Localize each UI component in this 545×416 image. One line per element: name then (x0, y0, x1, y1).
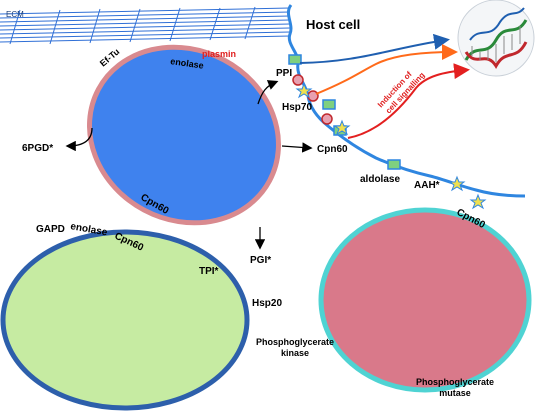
ecm-fibers (0, 6, 291, 45)
dna-helix-icon (457, 0, 535, 77)
circle-receptor-icon (307, 90, 319, 102)
label-cpn60-right: Cpn60 (317, 144, 348, 155)
host-cell-label: Host cell (306, 17, 360, 32)
rect-receptor-icon (322, 99, 336, 110)
label-enolase-top: enolase (170, 56, 205, 71)
blue-signal-arrow (299, 33, 450, 64)
green-mycoplasma-cell (0, 229, 250, 411)
label-aldolase: aldolase (360, 174, 400, 185)
host-membrane (286, 4, 526, 198)
label-hsp20: Hsp20 (252, 298, 282, 309)
arrow-to-cpn60 (281, 142, 313, 153)
label-tpi: TPI* (199, 266, 219, 277)
label-plasmin: plasmin (202, 49, 236, 59)
label-pgk-line1: Phosphoglycerate (256, 337, 334, 347)
label-6pgd: 6PGD* (22, 143, 53, 154)
star-receptor-icon (295, 82, 313, 99)
circle-receptor-icon (292, 74, 304, 86)
rect-receptor-icon (387, 159, 401, 170)
red-signal-arrow (347, 63, 470, 139)
arrow-to-ppi (257, 80, 279, 105)
label-hsp70: Hsp70 (282, 102, 312, 113)
label-pgm-line1: Phosphoglycerate (416, 377, 494, 387)
orange-signal-arrow (315, 44, 458, 95)
label-gapd: GAPD (36, 224, 65, 235)
pink-mycoplasma-cell (318, 207, 532, 393)
label-aah: AAH* (414, 180, 440, 191)
blue-mycoplasma-cell (87, 44, 281, 226)
ecm-label: ECM (6, 10, 24, 19)
arrow-to-6pgd (65, 127, 93, 152)
star-receptor-icon (333, 119, 351, 136)
receptor-group (288, 54, 487, 210)
star-receptor-icon (469, 193, 487, 210)
rect-receptor-icon (288, 54, 302, 65)
circle-receptor-icon (321, 113, 333, 125)
label-ppi: PPI (276, 68, 292, 79)
label-pgm-line2: mutase (439, 388, 471, 398)
label-pgk-line2: kinase (281, 348, 309, 358)
label-pgi: PGI* (250, 255, 271, 266)
star-receptor-icon (448, 175, 466, 192)
